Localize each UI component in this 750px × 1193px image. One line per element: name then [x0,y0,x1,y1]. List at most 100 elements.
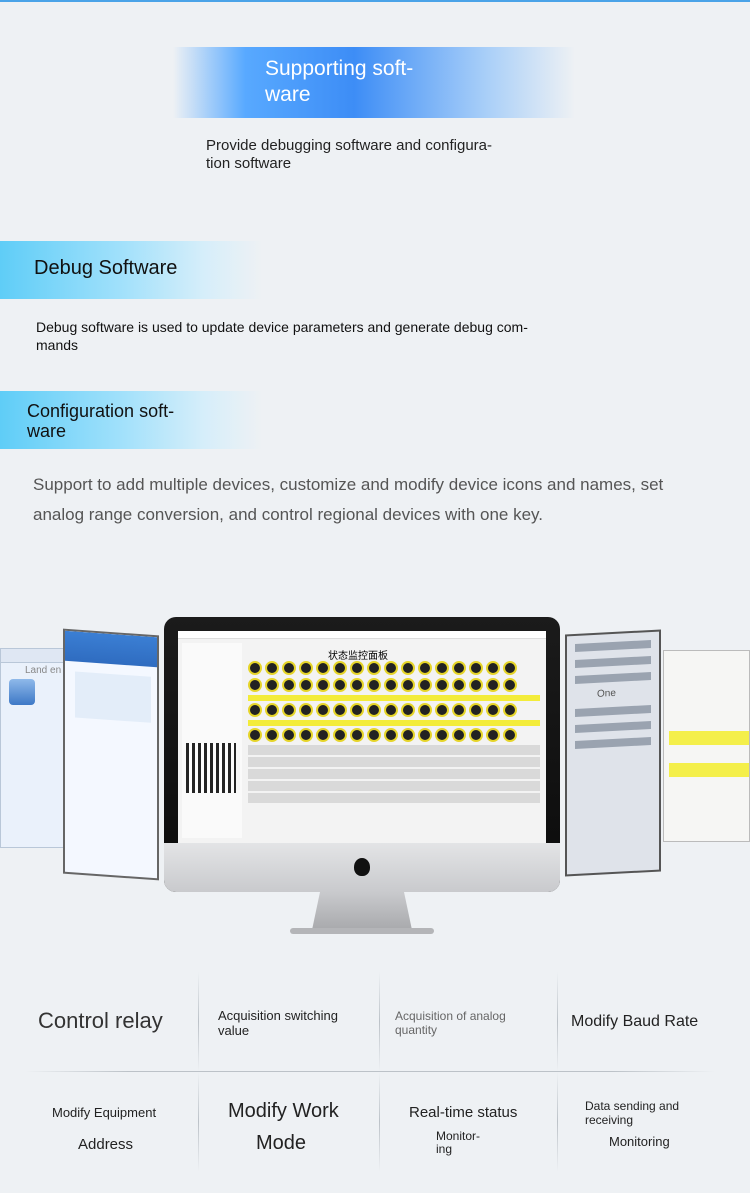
data-monitor-row [248,793,540,803]
qr-code-icon [186,743,236,793]
output-relay-button[interactable] [299,703,313,717]
output-relay-button[interactable] [248,728,262,742]
input-indicator-icon [503,661,517,675]
output-row [248,728,540,742]
output-relay-button[interactable] [282,728,296,742]
status-row [669,731,749,745]
output-relay-button[interactable] [333,703,347,717]
input-indicator-icon [350,661,364,675]
tree-line [575,656,651,668]
left-explorer-window: Land en [0,648,66,848]
output-relay-button[interactable] [367,728,381,742]
input-indicator-icon [384,678,398,692]
grid-divider [198,972,199,1072]
output-relay-button[interactable] [418,703,432,717]
output-relay-button[interactable] [299,728,313,742]
input-indicator-icon [384,661,398,675]
input-indicator-icon [418,678,432,692]
output-row [248,703,540,717]
status-monitor-screen: 状态监控面板 [178,631,546,843]
output-relay-button[interactable] [265,728,279,742]
folder-grid [75,671,151,723]
output-relay-button[interactable] [384,703,398,717]
feature-acquisition-switching: Acquisition switching value [218,1008,338,1038]
imac-chin [164,843,560,892]
output-relay-button[interactable] [316,703,330,717]
control-buttons-row[interactable] [248,745,540,755]
output-relay-button[interactable] [469,728,483,742]
output-relay-button[interactable] [452,703,466,717]
input-indicator-icon [299,678,313,692]
output-relay-button[interactable] [282,703,296,717]
output-relay-button[interactable] [265,703,279,717]
input-indicator-icon [367,661,381,675]
input-indicator-icon [282,678,296,692]
input-indicator-icon [435,661,449,675]
data-monitor-row [248,757,540,767]
input-indicator-icon [435,678,449,692]
output-label-row [248,695,540,701]
data-monitor-row [248,781,540,791]
output-relay-button[interactable] [316,728,330,742]
window-title-bar [178,631,546,639]
output-relay-button[interactable] [418,728,432,742]
input-indicator-icon [418,661,432,675]
output-relay-button[interactable] [503,703,517,717]
input-indicator-icon [350,678,364,692]
feature-acquisition-analog: Acquisition of analog quantity [395,1009,506,1037]
feature-modify-work-mode: Mode [256,1132,307,1154]
input-indicator-icon [316,678,330,692]
input-indicator-icon [452,661,466,675]
top-accent-line [0,0,750,2]
output-relay-button[interactable] [435,728,449,742]
config-file-icon [9,679,35,705]
input-indicator-icon [316,661,330,675]
output-relay-button[interactable] [469,703,483,717]
configuration-software-banner: Configuration soft- ware [0,391,262,449]
output-relay-button[interactable] [503,728,517,742]
debug-software-description: Debug software is used to update device … [36,319,528,353]
output-relay-button[interactable] [401,703,415,717]
tree-line [575,721,651,733]
input-indicator-icon [265,661,279,675]
output-relay-button[interactable] [384,728,398,742]
input-row [248,661,540,675]
debug-software-banner: Debug Software [0,241,262,299]
configuration-software-title: Configuration soft- ware [27,401,175,441]
io-status-grid [248,661,540,805]
output-relay-button[interactable] [333,728,347,742]
data-monitor-row [248,769,540,779]
debug-software-title: Debug Software [34,257,178,279]
tree-line [575,705,651,717]
output-relay-button[interactable] [350,728,364,742]
output-relay-button[interactable] [367,703,381,717]
configuration-software-description: Support to add multiple devices, customi… [33,475,664,524]
output-relay-button[interactable] [435,703,449,717]
tree-line [575,640,651,652]
settings-column [182,643,242,838]
feature-realtime-monitoring: Monitor- ing [436,1129,481,1156]
input-indicator-icon [367,678,381,692]
input-indicator-icon [248,661,262,675]
output-relay-button[interactable] [401,728,415,742]
output-relay-button[interactable] [486,703,500,717]
grid-divider [379,1072,380,1172]
output-relay-button[interactable] [486,728,500,742]
tree-line [575,737,651,749]
input-indicator-icon [333,661,347,675]
grid-divider [557,972,558,1072]
output-relay-button[interactable] [248,703,262,717]
feature-modify-equipment: Modify Equipment [52,1105,157,1120]
window-caption-text: Land en [25,665,62,676]
input-indicator-icon [282,661,296,675]
output-relay-button[interactable] [350,703,364,717]
input-indicator-icon [452,678,466,692]
left-desktop-window [63,628,159,881]
right-config-tree-window: One [565,629,661,877]
output-relay-button[interactable] [452,728,466,742]
input-indicator-icon [248,678,262,692]
imac-stand [312,892,412,930]
input-indicator-icon [401,661,415,675]
imac-monitor: 状态监控面板 [164,617,560,892]
imac-base [290,928,434,934]
